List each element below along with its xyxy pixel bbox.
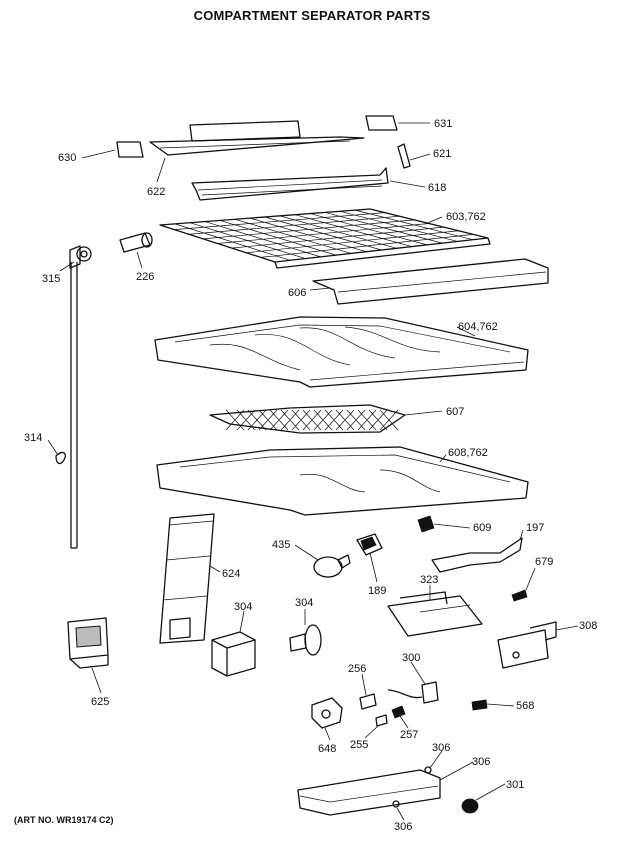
label-314: 314 — [24, 432, 42, 444]
label-621: 621 — [433, 148, 451, 160]
label-306b: 306 — [472, 756, 490, 768]
label-197: 197 — [526, 522, 544, 534]
label-306a: 306 — [432, 742, 450, 754]
part-608-762 — [156, 446, 529, 516]
part-257 — [391, 705, 406, 719]
label-624: 624 — [222, 568, 240, 580]
part-306 — [297, 766, 441, 816]
label-304b: 304 — [295, 597, 313, 609]
part-304b — [289, 624, 322, 656]
label-631: 631 — [434, 118, 452, 130]
label-648: 648 — [318, 743, 336, 755]
label-606: 606 — [288, 287, 306, 299]
label-609: 609 — [473, 522, 491, 534]
part-315-314 — [55, 245, 92, 549]
part-622 — [149, 120, 365, 156]
label-315: 315 — [42, 273, 60, 285]
label-618: 618 — [428, 182, 446, 194]
label-323: 323 — [420, 574, 438, 586]
part-435 — [313, 554, 351, 578]
label-257: 257 — [400, 729, 418, 741]
label-608-762: 608,762 — [448, 447, 488, 459]
part-618 — [191, 167, 389, 201]
label-226: 226 — [136, 271, 154, 283]
label-607: 607 — [446, 406, 464, 418]
part-630 — [116, 141, 144, 158]
part-625 — [67, 617, 109, 669]
label-622: 622 — [147, 186, 165, 198]
part-226 — [119, 232, 153, 253]
part-624 — [159, 513, 215, 644]
part-256 — [359, 693, 377, 710]
label-256: 256 — [348, 663, 366, 675]
part-621 — [397, 143, 411, 169]
part-255 — [375, 714, 388, 727]
part-606 — [312, 258, 549, 305]
label-679: 679 — [535, 556, 553, 568]
label-304a: 304 — [234, 601, 252, 613]
label-630: 630 — [58, 152, 76, 164]
part-197 — [431, 537, 523, 573]
part-603-762 — [159, 208, 491, 269]
part-301 — [461, 798, 479, 814]
label-308: 308 — [579, 620, 597, 632]
part-609 — [417, 515, 435, 533]
label-306c: 306 — [394, 821, 412, 833]
label-189: 189 — [368, 585, 386, 597]
part-607 — [209, 404, 406, 434]
art-number: (ART NO. WR19174 C2) — [14, 815, 114, 825]
part-labels: 631 630 621 622 618 603,762 315 226 606 … — [24, 118, 597, 833]
part-304a — [211, 631, 256, 677]
label-604-762: 604,762 — [458, 321, 498, 333]
part-189 — [356, 533, 383, 556]
part-679 — [511, 589, 528, 602]
label-300: 300 — [402, 652, 420, 664]
label-625: 625 — [91, 696, 109, 708]
label-301: 301 — [506, 779, 524, 791]
diagram-title: COMPARTMENT SEPARATOR PARTS — [193, 8, 431, 23]
part-648 — [311, 697, 343, 729]
part-568 — [471, 699, 488, 711]
part-308 — [497, 621, 557, 669]
leader-lines — [47, 122, 579, 821]
label-435: 435 — [272, 539, 290, 551]
label-568: 568 — [516, 700, 534, 712]
label-255: 255 — [350, 739, 368, 751]
part-300 — [387, 681, 439, 704]
label-603-762: 603,762 — [446, 211, 486, 223]
part-323 — [387, 591, 483, 637]
part-631 — [365, 115, 398, 131]
part-604-762 — [154, 316, 529, 388]
